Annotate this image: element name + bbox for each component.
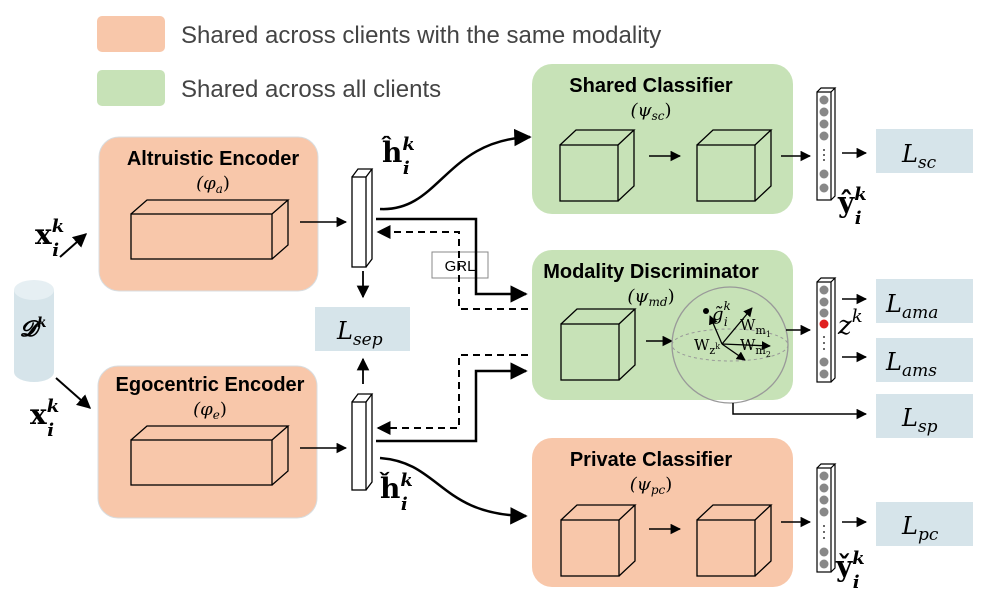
shared-classifier-title: Shared Classifier: [569, 75, 733, 97]
private-classifier-block: Private Classifier (ψpc): [532, 438, 793, 587]
arrow-input-top: [59, 233, 88, 258]
arrow-h-hat-to-shared: [379, 128, 532, 211]
hypersphere: [671, 286, 789, 404]
egocentric-encoder-block: Egocentric Encoder (φe): [97, 365, 318, 519]
modality-discriminator-param: (ψmd): [627, 286, 674, 309]
svg-text:Lsp: Lsp: [901, 404, 938, 437]
altruistic-encoder-box: [130, 199, 290, 260]
modality-discriminator-title: Modality Discriminator: [543, 261, 759, 283]
loss-sep-box: Lsep: [315, 307, 410, 351]
neuron-column-discriminator: [816, 277, 837, 383]
neuron-column-private: [816, 463, 837, 573]
arrow-discriminator-grl-to-h-check: [376, 354, 528, 435]
altruistic-encoder-title: Altruistic Encoder: [127, 148, 299, 170]
arrow-to-lsp: [732, 403, 868, 420]
svg-text:Lsep: Lsep: [336, 317, 383, 350]
dataset-cylinder: 𝓓k: [14, 280, 54, 382]
legend: Shared across clients with the same moda…: [97, 16, 661, 106]
sphere-label-wz: Wzk: [694, 336, 720, 357]
dataset-label: 𝓓k: [20, 315, 47, 342]
sphere-label-wm1: Wm1: [740, 316, 771, 339]
loss-sp-box: Lsp: [876, 394, 973, 438]
discriminator-cube: [560, 308, 637, 381]
label-z: zk: [837, 306, 863, 341]
arrow-h-check-to-private: [379, 456, 528, 525]
altruistic-encoder-param: (φa): [196, 173, 230, 196]
svg-text:Lpc: Lpc: [901, 512, 939, 545]
shared-cube-2: [696, 129, 773, 202]
private-cube-1: [560, 504, 637, 577]
loss-ams-box: Lams: [876, 338, 973, 382]
svg-text:Lsc: Lsc: [901, 140, 937, 173]
legend-green-label: Shared across all clients: [181, 76, 441, 103]
svg-text:Lams: Lams: [885, 348, 937, 381]
private-cube-2: [696, 504, 773, 577]
altruistic-encoder-block: Altruistic Encoder (φa): [98, 136, 319, 292]
loss-ama-box: Lama: [876, 279, 973, 323]
sphere-label-wm2: Wm2: [740, 336, 771, 359]
egocentric-encoder-box: [130, 425, 290, 486]
arrow-h-check-to-discriminator: [376, 362, 528, 443]
legend-orange-label: Shared across clients with the same moda…: [181, 22, 661, 49]
loss-sc-box: Lsc: [876, 129, 973, 173]
shared-classifier-block: Shared Classifier (ψsc): [532, 64, 793, 214]
egocentric-encoder-title: Egocentric Encoder: [116, 374, 305, 396]
svg-text:Lama: Lama: [885, 290, 938, 323]
legend-green-swatch: [97, 70, 165, 106]
legend-orange-swatch: [97, 16, 165, 52]
egocentric-encoder-param: (φe): [193, 399, 227, 422]
private-classifier-param: (ψpc): [630, 474, 673, 497]
arrow-input-bottom: [55, 377, 92, 409]
arrow-discriminator-grl-to-h-hat: [376, 225, 528, 310]
arrow-h-hat-to-discriminator: [376, 217, 528, 303]
loss-pc-box: Lpc: [876, 502, 973, 546]
feature-vector-h-check: [351, 393, 374, 491]
shared-cube-1: [559, 129, 636, 202]
sample-point: [703, 308, 709, 314]
shared-classifier-param: (ψsc): [630, 100, 671, 123]
private-classifier-title: Private Classifier: [570, 449, 733, 471]
feature-vector-h-hat: [351, 168, 374, 268]
active-neuron: [819, 319, 829, 329]
neuron-column-shared: [816, 87, 837, 201]
